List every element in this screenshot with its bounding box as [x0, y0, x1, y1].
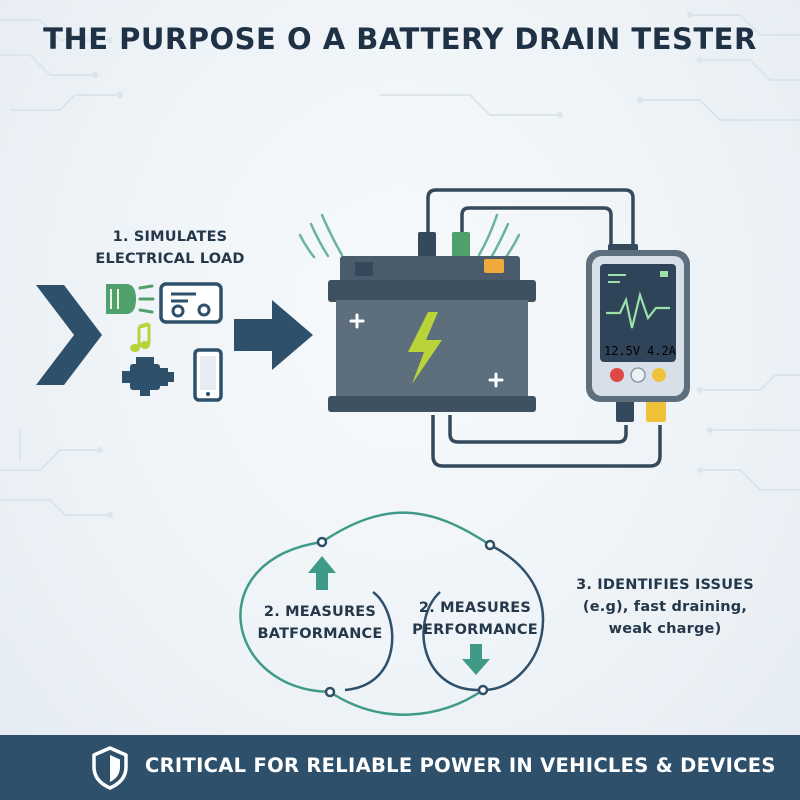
- meter-voltage: 12.5V: [604, 344, 640, 358]
- page-title: THE PURPOSE O A BATTERY DRAIN TESTER: [43, 22, 757, 56]
- chevron-right-icon: [36, 285, 102, 385]
- step2-right-label: 2. MEASURES PERFORMANCE: [412, 600, 538, 638]
- test-leads: [426, 188, 662, 468]
- multimeter-icon: [586, 244, 690, 422]
- smartphone-icon: [193, 348, 223, 402]
- step2-left-label: 2. MEASURES BATFORMANCE: [257, 604, 383, 642]
- arrow-up-icon: [308, 556, 336, 590]
- shield-check-icon: [92, 746, 128, 790]
- measurement-cycle: [239, 511, 545, 716]
- headlight-icon: [106, 284, 155, 314]
- vibration-waves: [298, 213, 521, 259]
- engine-icon: [122, 357, 174, 396]
- meter-current: 4.2A: [647, 344, 677, 358]
- step1-label: 1. SIMULATES ELECTRICAL LOAD: [95, 229, 245, 267]
- footer-banner: [0, 735, 800, 800]
- step3-label: 3. IDENTIFIES ISSUES (e.g), fast drainin…: [576, 577, 754, 637]
- lightning-icon: [408, 312, 442, 384]
- footer-text: CRITICAL FOR RELIABLE POWER IN VEHICLES …: [145, 754, 776, 777]
- arrow-down-icon: [462, 644, 490, 675]
- arrow-right-icon: [234, 300, 313, 370]
- music-note-icon: [130, 322, 151, 352]
- radio-icon: [159, 282, 223, 324]
